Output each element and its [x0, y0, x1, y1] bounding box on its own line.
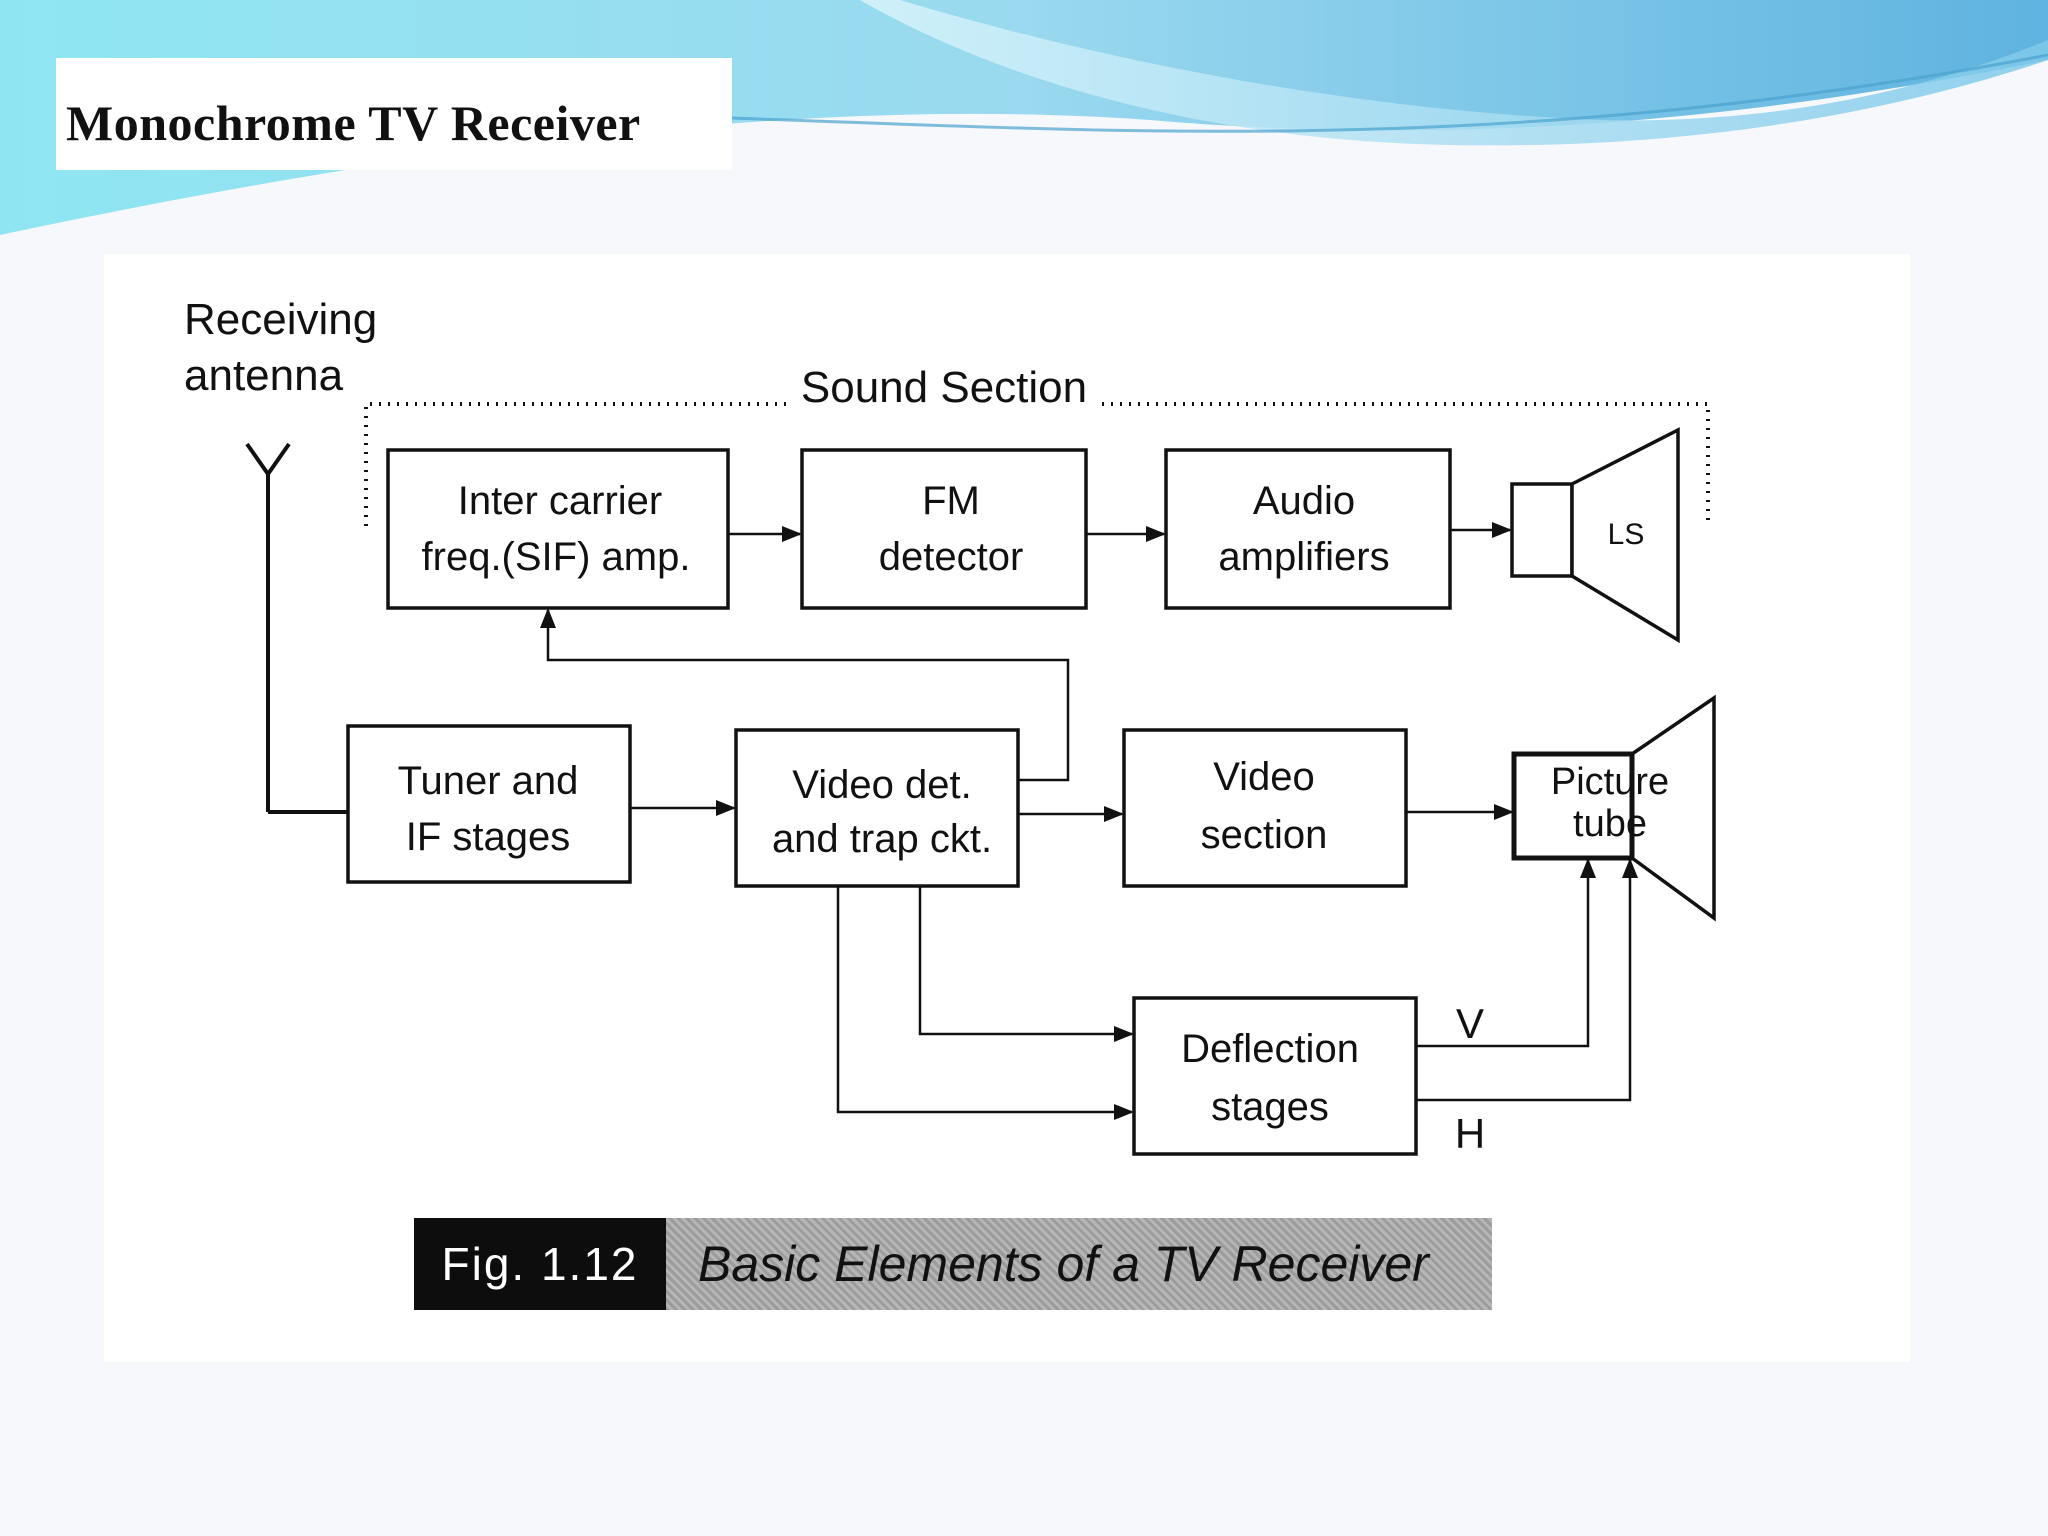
figure-number: Fig. 1.12	[414, 1218, 666, 1310]
fm-detector-line1: FM	[922, 479, 980, 523]
sif-amp-line1: Inter carrier	[458, 479, 663, 523]
signal-connections	[540, 522, 1638, 1120]
block-fm-detector: FM detector	[800, 448, 1088, 610]
picture-tube-line1: Picture	[1551, 761, 1669, 803]
block-audio-amplifiers: Audio amplifiers	[1164, 448, 1452, 610]
sound-section-label: Sound Section	[801, 363, 1087, 412]
audio-amp-line2: amplifiers	[1218, 535, 1389, 579]
block-video-detector: Video det. and trap ckt.	[734, 728, 1020, 888]
header-wave-line	[729, 53, 2048, 133]
h-output-label: H	[1455, 1110, 1485, 1157]
tuner-line2: IF stages	[406, 815, 571, 859]
slide-title: Monochrome TV Receiver	[66, 95, 641, 151]
loudspeaker-label: LS	[1608, 518, 1645, 551]
video-det-line2: and trap ckt.	[772, 817, 992, 861]
sif-amp-line2: freq.(SIF) amp.	[422, 535, 691, 579]
antenna-label-line2: antenna	[184, 351, 344, 400]
fm-detector-line2: detector	[879, 535, 1024, 579]
figure-panel: Receiving antenna Sound Section Inter ca…	[104, 254, 1910, 1362]
tuner-line1: Tuner and	[398, 759, 579, 803]
video-det-line1: Video det.	[792, 763, 971, 807]
loudspeaker-icon: LS	[1510, 427, 1680, 644]
deflection-line1: Deflection	[1181, 1027, 1359, 1071]
picture-tube-icon: Picture tube	[1511, 694, 1716, 922]
block-deflection-stages: Deflection stages	[1132, 996, 1418, 1156]
v-output-label: V	[1456, 1000, 1484, 1047]
antenna-icon	[245, 442, 348, 814]
title-box: Monochrome TV Receiver	[56, 58, 732, 170]
block-sif-amplifier: Inter carrier freq.(SIF) amp.	[386, 448, 730, 610]
block-tuner-if: Tuner and IF stages	[346, 724, 632, 884]
video-section-line2: section	[1201, 813, 1328, 857]
deflection-line2: stages	[1211, 1085, 1329, 1129]
block-video-section: Video section	[1122, 728, 1408, 888]
audio-amp-line1: Audio	[1253, 479, 1355, 523]
antenna-label-line1: Receiving	[184, 295, 377, 344]
figure-caption: Fig. 1.12 Basic Elements of a TV Receive…	[414, 1218, 1492, 1310]
block-diagram: Receiving antenna Sound Section Inter ca…	[184, 295, 1716, 1157]
figure-caption-text: Basic Elements of a TV Receiver	[666, 1218, 1492, 1310]
picture-tube-line2: tube	[1573, 803, 1647, 845]
video-section-line1: Video	[1213, 755, 1315, 799]
header-wave-highlight	[860, 0, 2048, 146]
